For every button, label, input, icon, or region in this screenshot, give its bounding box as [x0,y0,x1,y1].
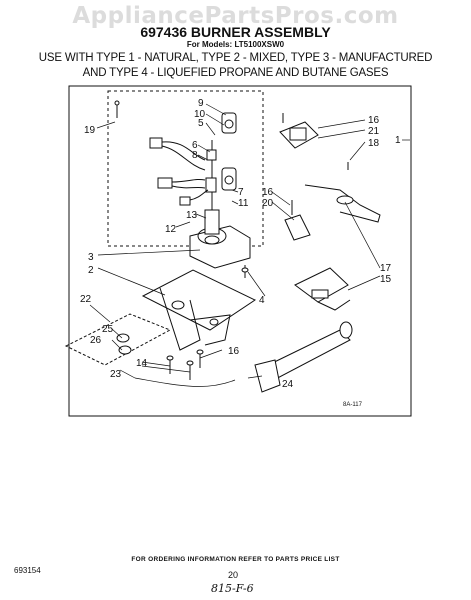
callout-5: 5 [198,118,204,129]
callout-20: 20 [262,198,274,209]
gas-types-line-1: USE WITH TYPE 1 - NATURAL, TYPE 2 - MIXE… [38,52,433,64]
callout-10: 10 [194,109,206,120]
page-title: 697436 BURNER ASSEMBLY [140,24,331,40]
callout-16-mid: 16 [262,187,274,198]
screws [114,100,249,380]
callout-16-top: 16 [368,115,380,126]
callout-14: 14 [136,358,148,369]
sensor-clip [284,200,311,241]
callout-22: 22 [80,294,92,305]
wire-harness [149,137,209,206]
valve-subassembly-box [107,90,264,247]
callout-24: 24 [282,379,294,390]
igniter-holder [294,267,351,311]
watermark: AppliancePartsPros.com [72,3,399,29]
callout-21: 21 [368,126,380,137]
callout-11: 11 [238,198,249,209]
callout-3: 3 [88,252,94,263]
callout-18: 18 [368,138,380,149]
callout-12: 12 [165,224,177,235]
gas-valve [189,140,251,269]
coils [205,112,237,193]
flame-sensor [279,113,381,223]
callout-16-low: 16 [228,346,240,357]
gas-types-line-2: AND TYPE 4 - LIQUEFIED PROPANE AND BUTAN… [82,67,389,79]
callout-26: 26 [90,335,102,346]
callout-17: 17 [380,263,392,274]
document-number: 693154 [14,566,41,575]
callout-1: 1 [395,135,401,146]
callout-8: 8 [192,150,198,161]
callout-4: 4 [259,295,265,306]
ordering-info: FOR ORDERING INFORMATION REFER TO PARTS … [131,556,340,563]
burner-tube [254,321,353,393]
assembly-frame [68,85,412,417]
callout-7: 7 [238,187,244,198]
callout-15: 15 [380,274,392,285]
callout-23: 23 [110,369,122,380]
mounting-bracket [141,269,257,351]
callout-19: 19 [84,125,96,136]
igniter-assembly [64,313,172,366]
callout-25: 25 [102,324,114,335]
callout-6: 6 [192,140,198,151]
leader-lines [89,103,410,387]
callout-13: 13 [186,210,198,221]
callout-9: 9 [198,98,204,109]
model-line: For Models: LT5100XSW0 [186,40,285,49]
diagram-code: 8A-117 [343,402,362,408]
page-number: 20 [228,570,239,580]
callout-2: 2 [88,265,94,276]
handwritten-note: 815-F-6 [211,582,254,595]
